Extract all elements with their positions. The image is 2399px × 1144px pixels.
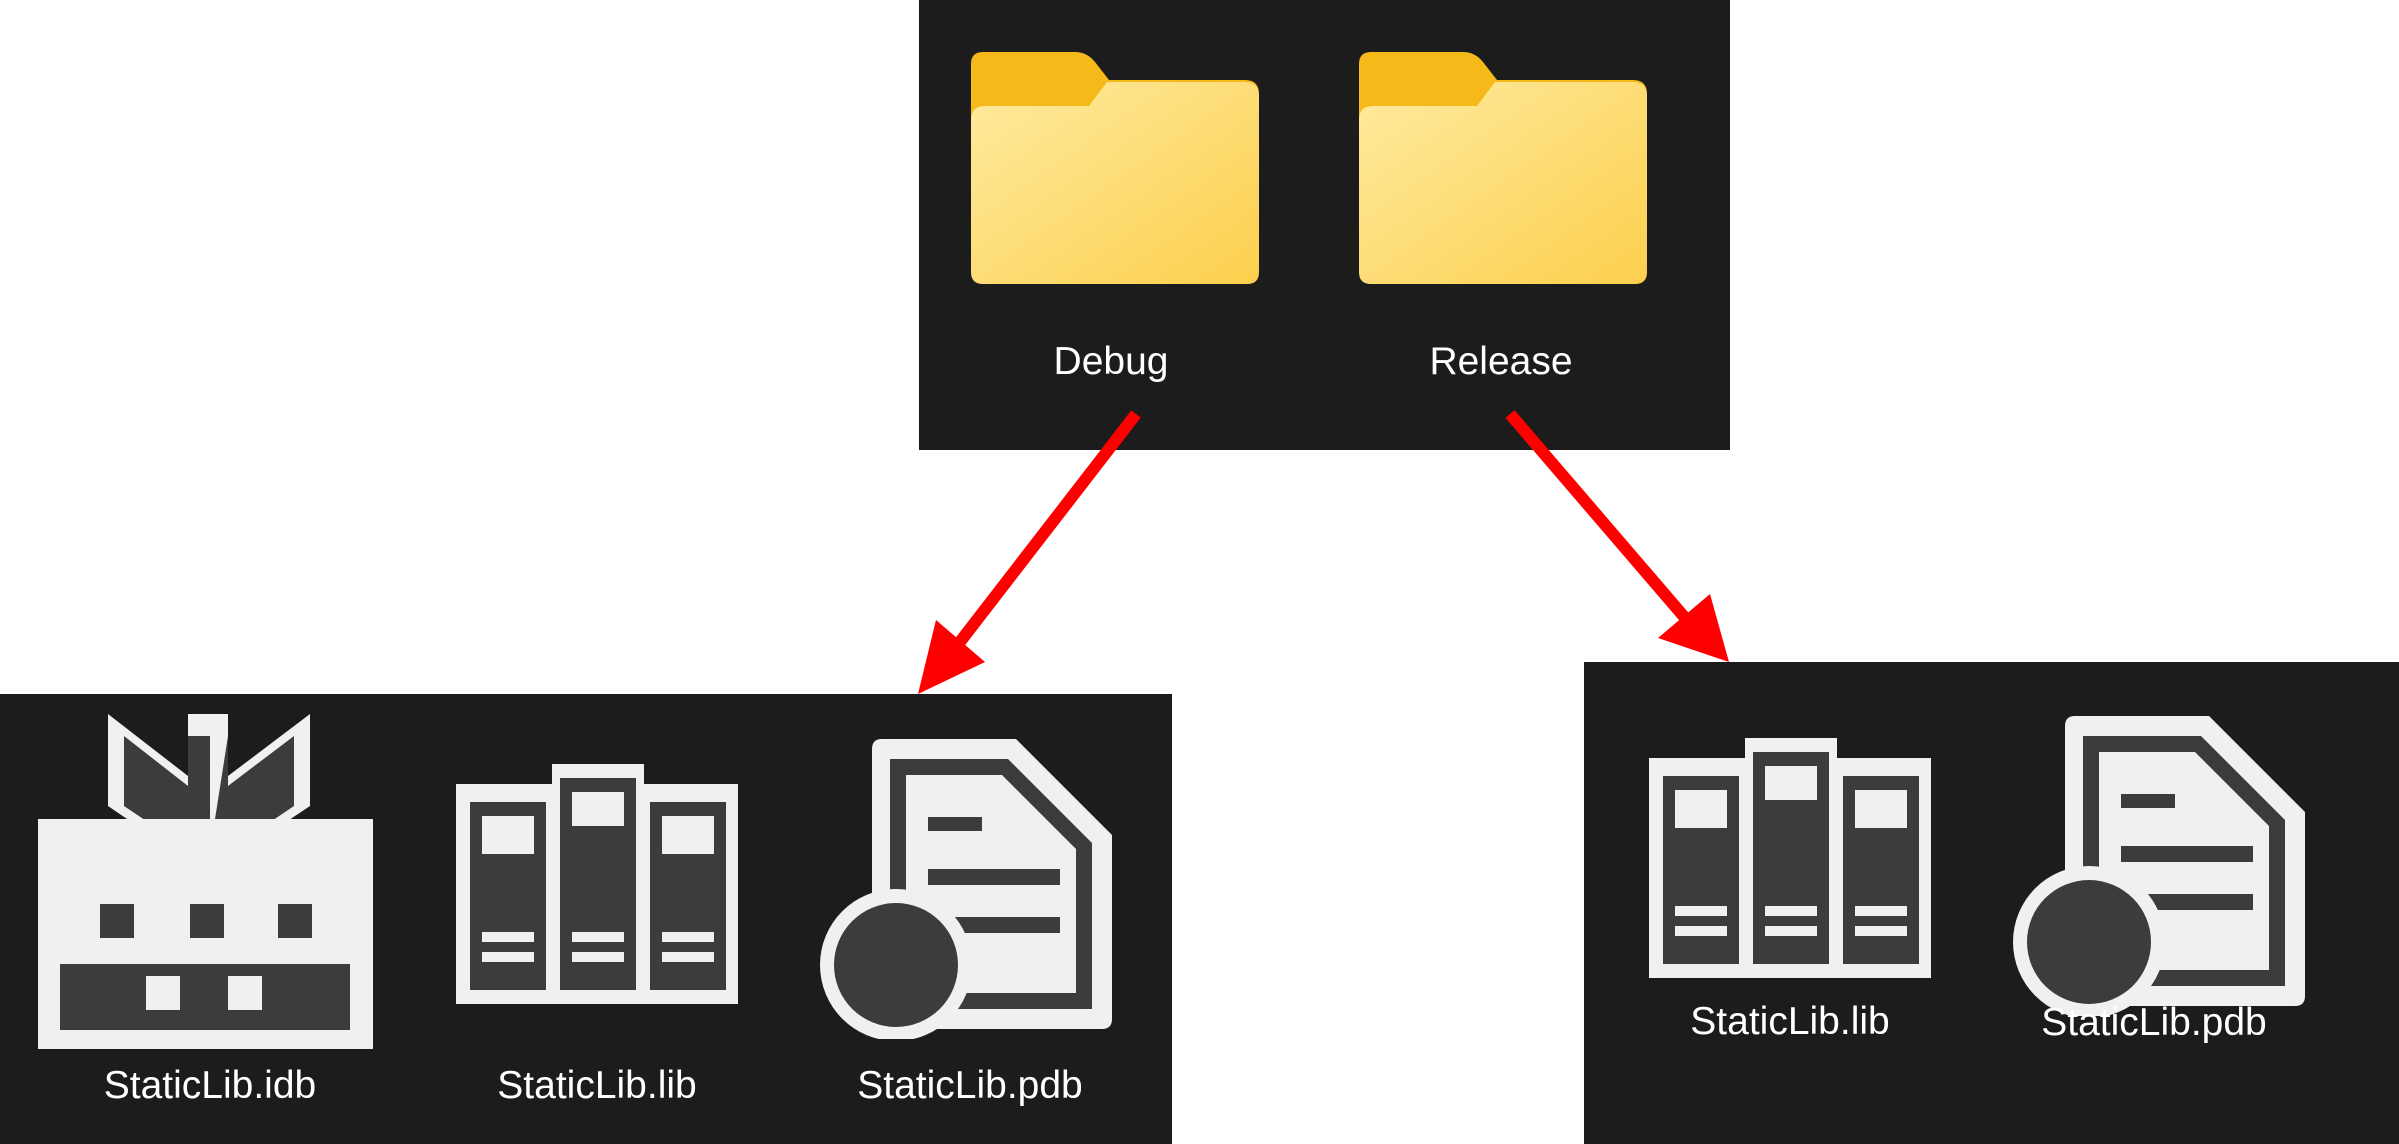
pdb-file-icon xyxy=(2013,716,2305,1016)
file-staticlib-pdb-release[interactable]: StaticLib.pdb xyxy=(2009,716,2309,1066)
release-files-panel: StaticLib.lib StaticLib.pdb xyxy=(1584,662,2399,1144)
file-staticlib-lib-debug[interactable]: StaticLib.lib xyxy=(456,764,738,1114)
idb-file-icon xyxy=(38,714,373,1049)
file-label: StaticLib.idb xyxy=(103,1064,317,1107)
folder-label: Release xyxy=(1429,340,1573,383)
file-label: StaticLib.pdb xyxy=(857,1064,1083,1107)
folder-icon xyxy=(971,52,1259,284)
library-books-icon xyxy=(456,764,738,1004)
folder-release[interactable]: Release xyxy=(1351,50,1651,400)
debug-files-panel: StaticLib.idb StaticLib.lib xyxy=(0,694,1172,1144)
folder-label: Debug xyxy=(1053,340,1169,383)
debug-arrow-shaft xyxy=(941,410,1141,664)
folder-debug[interactable]: Debug xyxy=(963,50,1263,400)
file-staticlib-pdb-debug[interactable]: StaticLib.pdb xyxy=(816,739,1116,1119)
file-label: StaticLib.lib xyxy=(497,1064,697,1107)
folder-icon xyxy=(1359,52,1647,284)
library-books-icon xyxy=(1649,738,1931,978)
file-staticlib-lib-release[interactable]: StaticLib.lib xyxy=(1649,738,1931,1058)
file-label: StaticLib.lib xyxy=(1690,1000,1890,1043)
folders-panel: Debug Release xyxy=(919,0,1730,450)
file-label: StaticLib.pdb xyxy=(2041,1001,2267,1044)
pdb-file-icon xyxy=(820,739,1112,1039)
release-arrow-head xyxy=(1658,594,1729,662)
file-staticlib-idb[interactable]: StaticLib.idb xyxy=(38,714,378,1114)
debug-arrow-head xyxy=(918,620,985,694)
